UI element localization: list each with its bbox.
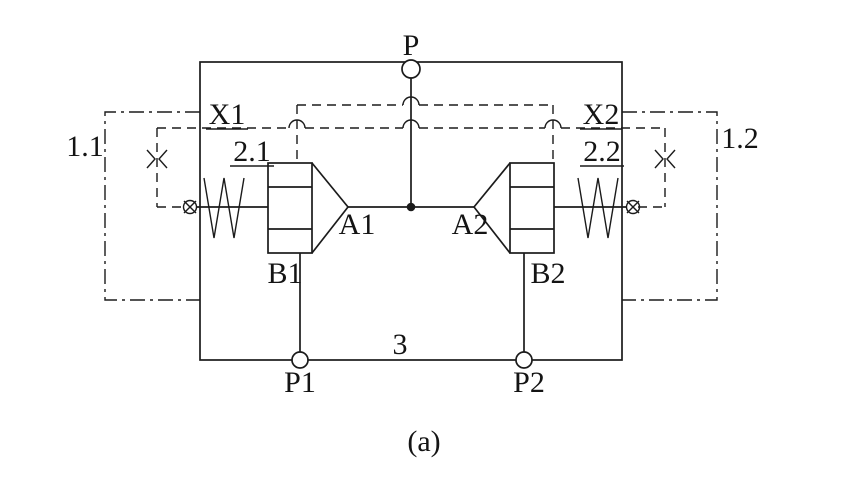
vent-right-cross-b: [626, 200, 640, 214]
label-valve-left: 2.1: [233, 135, 271, 168]
orifice-left-mark-a: [146, 149, 156, 169]
label-assembly-left: 1.1: [66, 130, 104, 163]
flow-lines: [299, 78, 525, 352]
orifice-right-mark-b: [666, 149, 676, 169]
label-block: 3: [393, 328, 408, 361]
port-p-circle: [401, 59, 421, 79]
valve-right-cartridge: [473, 162, 626, 254]
label-node-b2: B2: [530, 257, 565, 290]
bridge-left: [288, 119, 306, 129]
assembly-boundary-left: [104, 111, 200, 301]
valve-left-body: [267, 162, 313, 254]
vent-plug-left-icon: [182, 199, 198, 215]
label-pilot-x1: X1: [209, 98, 246, 131]
orifice-right-icon: [654, 149, 676, 169]
label-node-b1: B1: [267, 257, 302, 290]
port-p1-circle: [291, 351, 309, 369]
valve-left-seat-lower: [311, 206, 349, 254]
valve-left-cartridge: [197, 162, 349, 254]
orifice-left-icon: [146, 149, 168, 169]
vent-left-cross-b: [183, 200, 197, 214]
orifice-right-mark-a: [654, 149, 664, 169]
port-p2-circle: [515, 351, 533, 369]
label-node-a1: A1: [339, 208, 376, 241]
pilot-lines: [156, 104, 666, 208]
label-pilot-x2: X2: [583, 98, 620, 131]
assembly-boundaries: [104, 111, 718, 301]
figure-caption: (a): [407, 425, 440, 458]
label-valve-right: 2.2: [583, 135, 621, 168]
label-node-a2: A2: [452, 208, 489, 241]
bridge-right: [544, 119, 562, 129]
label-underlines: [206, 128, 624, 167]
label-port-p1: P1: [284, 366, 316, 399]
spring-left-icon: [203, 177, 245, 239]
label-assembly-right: 1.2: [721, 122, 759, 155]
spring-right-icon: [577, 177, 619, 239]
vent-right-circle: [625, 199, 641, 215]
valve-right-body: [509, 162, 555, 254]
assembly-boundary-right: [622, 111, 718, 301]
valve-left-seat-upper: [311, 162, 349, 208]
junction-dot: [406, 202, 416, 212]
valve-right-seat-upper: [473, 162, 511, 208]
label-port-p: P: [403, 29, 420, 62]
ports: [291, 59, 533, 369]
valve-right-seat-lower: [473, 206, 511, 254]
orifice-left-mark-b: [158, 149, 168, 169]
labels: P X1 X2 1.1 1.2 2.1 2.2 A1 A2 B1 B2 P1 P…: [66, 29, 759, 458]
vent-left-circle: [182, 199, 198, 215]
label-port-p2: P2: [513, 366, 545, 399]
vent-plug-right-icon: [625, 199, 641, 215]
